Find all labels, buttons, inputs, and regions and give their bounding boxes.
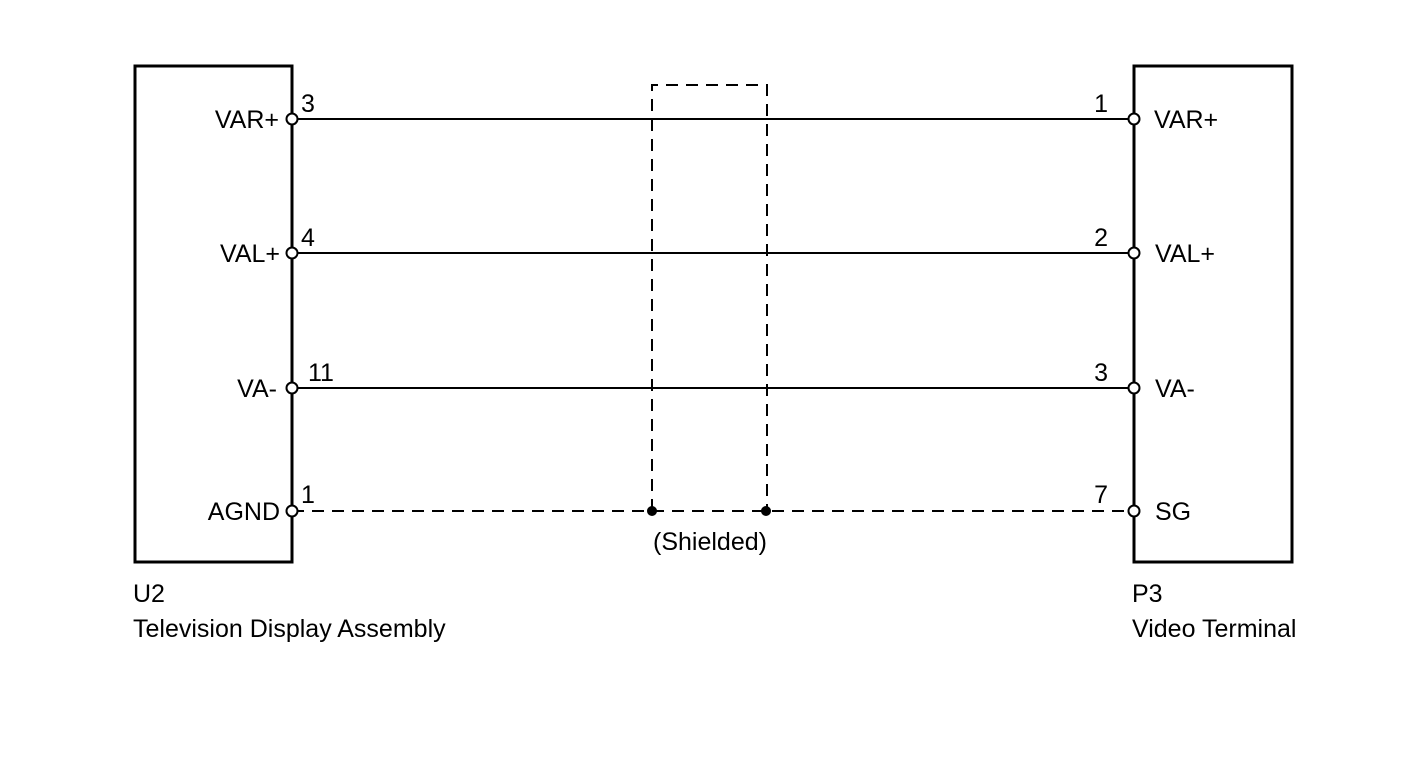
u2-component-name: Television Display Assembly: [133, 615, 446, 643]
u2-terminal-agnd: [285, 504, 299, 518]
p3-pin-label-sg: SG: [1155, 498, 1191, 526]
p3-pin-number-var-plus: 1: [1094, 90, 1108, 118]
u2-terminal-va-minus: [285, 381, 299, 395]
u2-component-id: U2: [133, 580, 165, 608]
p3-pin-label-val-plus: VAL+: [1155, 240, 1215, 268]
p3-terminal-var-plus: [1127, 112, 1141, 126]
p3-pin-label-var-plus: VAR+: [1154, 106, 1218, 134]
p3-pin-number-sg: 7: [1094, 481, 1108, 509]
u2-pin-label-agnd: AGND: [208, 498, 280, 526]
u2-pin-label-va-minus: VA-: [237, 375, 277, 403]
p3-component-name: Video Terminal: [1132, 615, 1296, 643]
u2-terminal-var-plus: [285, 112, 299, 126]
u2-component-box: [133, 64, 294, 564]
p3-component-id: P3: [1132, 580, 1163, 608]
shield-label: (Shielded): [653, 528, 767, 556]
p3-pin-number-val-plus: 2: [1094, 224, 1108, 252]
u2-terminal-val-plus: [285, 246, 299, 260]
shield-outline: [651, 84, 768, 511]
p3-terminal-va-minus: [1127, 381, 1141, 395]
u2-pin-number-val-plus: 4: [301, 224, 315, 252]
p3-component-box: [1132, 64, 1294, 564]
shield-junction-right: [761, 506, 771, 516]
u2-pin-number-va-minus: 11: [308, 359, 334, 387]
p3-terminal-sg: [1127, 504, 1141, 518]
u2-pin-number-var-plus: 3: [301, 90, 315, 118]
u2-pin-label-var-plus: VAR+: [215, 106, 279, 134]
u2-pin-label-val-plus: VAL+: [220, 240, 280, 268]
p3-pin-label-va-minus: VA-: [1155, 375, 1195, 403]
p3-pin-number-va-minus: 3: [1094, 359, 1108, 387]
u2-pin-number-agnd: 1: [301, 481, 315, 509]
p3-terminal-val-plus: [1127, 246, 1141, 260]
shield-junction-left: [647, 506, 657, 516]
